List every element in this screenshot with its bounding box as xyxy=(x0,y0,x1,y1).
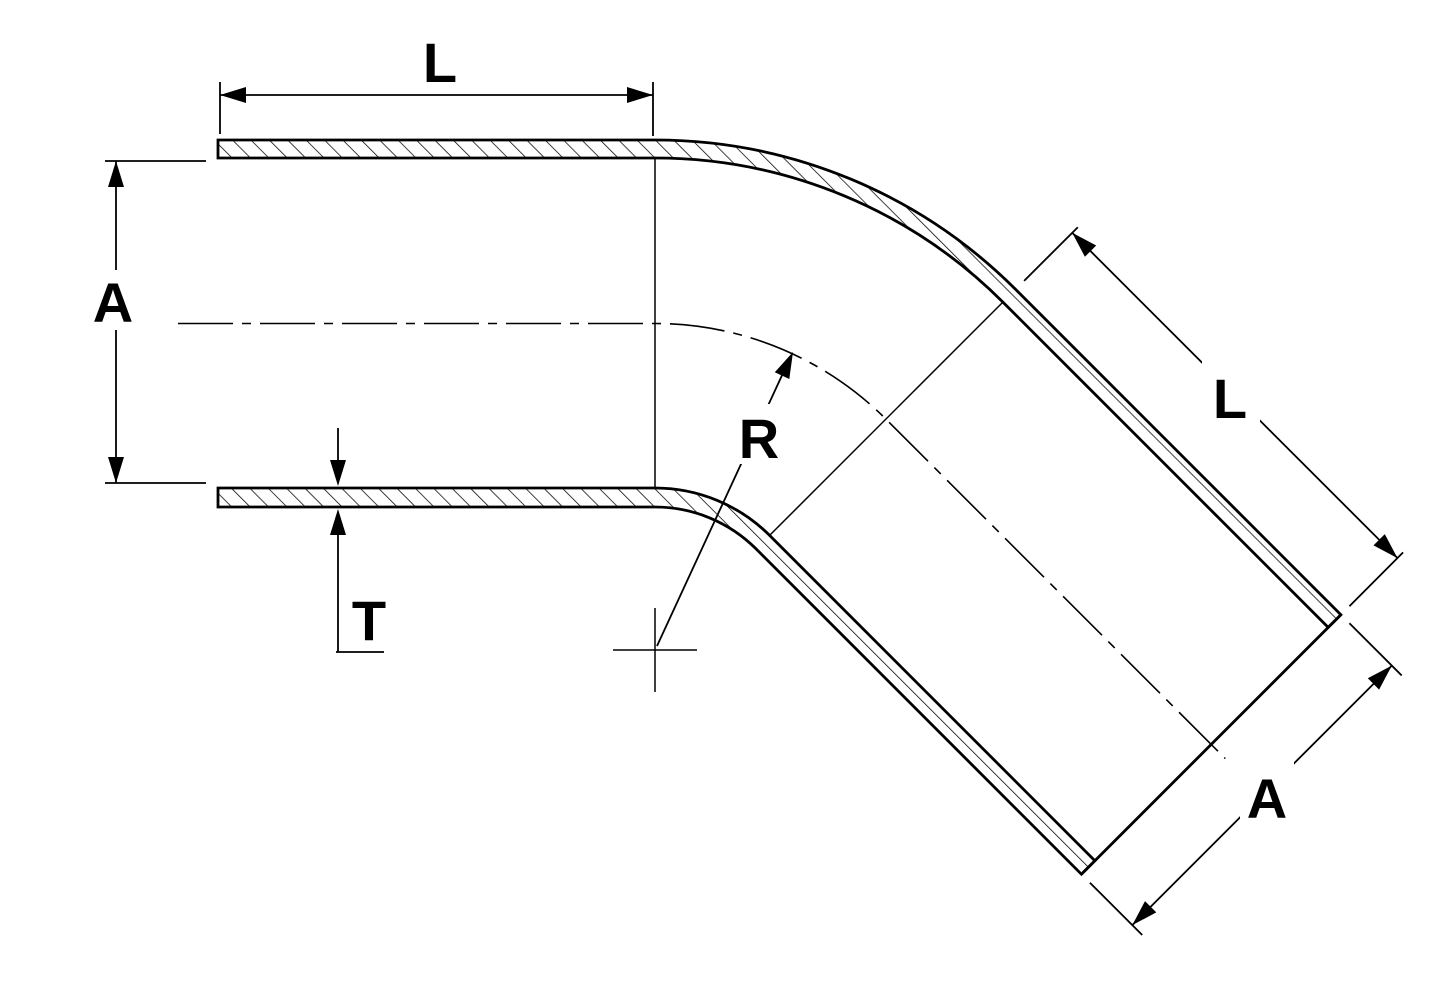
arrowhead-upper xyxy=(1367,665,1392,690)
extension-line-upper xyxy=(1348,622,1403,677)
bottom-wall-outline xyxy=(216,486,1097,877)
arrowhead-lower xyxy=(1373,534,1398,559)
arrowhead-lower xyxy=(1132,901,1157,926)
dim-label-bend-radius: R xyxy=(739,407,779,470)
dim-diameter-diagonal: A xyxy=(1089,622,1403,936)
arrowhead-right xyxy=(627,87,653,103)
arrowhead-down xyxy=(108,457,124,483)
arrowhead-upper xyxy=(1072,232,1097,257)
arrowhead-down xyxy=(330,460,346,486)
tube-body xyxy=(178,138,1343,877)
label-mask xyxy=(1202,360,1260,422)
dim-label-length-diagonal: L xyxy=(1213,367,1247,430)
centerline xyxy=(178,322,1226,760)
dim-wall-thickness: T xyxy=(330,428,386,653)
extension-line-lower xyxy=(1348,551,1404,607)
bottom-wall-hatch-fill xyxy=(218,487,1095,875)
junction-line-bend-end xyxy=(769,301,1004,536)
dim-label-diameter-diagonal: A xyxy=(1247,767,1287,830)
dim-label-diameter-left: A xyxy=(93,271,133,334)
dim-bend-radius: R xyxy=(613,352,793,692)
dim-diameter-left: A xyxy=(90,160,206,484)
label-mask xyxy=(1240,762,1294,822)
arrowhead-up xyxy=(108,161,124,187)
extension-line-lower xyxy=(1089,882,1143,936)
dim-label-wall-thickness: T xyxy=(352,589,386,652)
arrowhead-left xyxy=(220,87,246,103)
label-mask xyxy=(732,404,786,464)
dim-length-top: L xyxy=(219,31,654,136)
label-mask xyxy=(90,270,140,330)
dim-label-length-top: L xyxy=(423,31,457,94)
radius-arrowhead xyxy=(774,352,793,379)
dim-length-diagonal: L xyxy=(1023,226,1404,607)
arrowhead-up xyxy=(330,509,346,535)
extension-line-upper xyxy=(1023,226,1079,282)
